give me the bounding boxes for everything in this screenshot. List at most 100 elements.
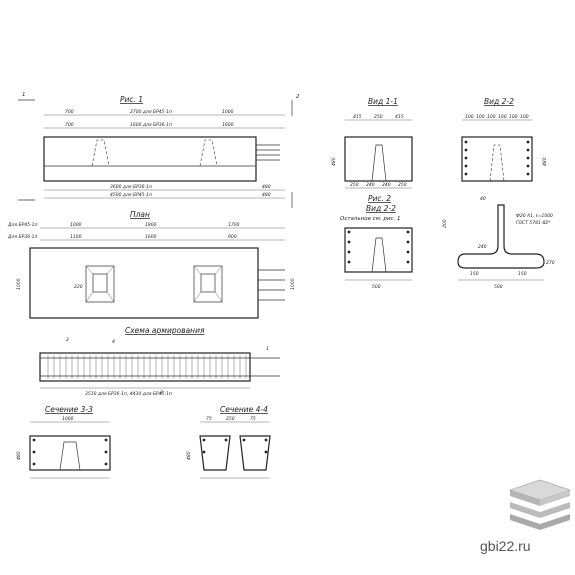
dim-700: 700: [65, 109, 74, 115]
site-watermark: gbi22.ru: [480, 538, 531, 554]
sec33-top: 1000: [62, 416, 74, 422]
view22b-bottom: 500: [372, 284, 381, 290]
rebar-dot: [264, 438, 268, 442]
view22-top-0: 100: [465, 114, 474, 120]
rebar-dot: [347, 240, 351, 244]
rebar-dot: [32, 462, 36, 466]
fig2-dim-500: 500: [494, 284, 503, 290]
fig2-dim-270: 270: [546, 260, 555, 266]
dim-1600: 1600 для БР36-1п: [130, 122, 172, 128]
sec44-title: Сечение 4-4: [220, 405, 268, 414]
rebar-dot: [104, 438, 108, 442]
sec44-top-2: 75: [250, 416, 256, 422]
dim-480b: 480: [262, 192, 271, 198]
rebar-dot: [526, 172, 530, 176]
view11-bot-0: 250: [350, 182, 359, 188]
view11-top-2: 415: [395, 114, 404, 120]
dim-4500: 4500 для БР45-1п: [110, 192, 152, 198]
view11-bot-3: 250: [398, 182, 407, 188]
rebar-dot: [406, 230, 410, 234]
sec33-rebar-dots: [32, 438, 108, 466]
rebar-dot: [526, 140, 530, 144]
sec44-top-1: 250: [226, 416, 235, 422]
armor-mark-2: 2: [66, 337, 69, 343]
dim-3600: 3600 для БР36-1п: [110, 184, 152, 190]
fig1-title: Рис. 1: [120, 95, 143, 104]
rebar-dot: [104, 450, 108, 454]
plan-title: План: [130, 210, 150, 219]
armor-mark-4: 4: [112, 339, 115, 345]
fig2-rebar-note: Ф20 А1, ℓ=1000: [516, 213, 553, 219]
fig2-title: Рис. 2: [368, 194, 391, 203]
dim-2700: 2700 для БР45-1п: [130, 109, 172, 115]
dim-480: 480: [262, 184, 271, 190]
plan-dim-1700: 1700: [228, 222, 240, 228]
view11-top-0: 415: [353, 114, 362, 120]
plan-view: План Для БР45-1п Для БР36-1п 1000 1800 1…: [7, 210, 296, 319]
rebar-dot: [347, 250, 351, 254]
rebar-dot: [242, 438, 246, 442]
sec44-rebar-dots: [202, 438, 268, 454]
rebar-dot: [526, 148, 530, 152]
view-2-2: Вид 2-2 100 100 100 100 100 100 480: [461, 97, 548, 182]
armor-bottom-dims: 3510 для БР36-1п, 4430 для БР45-1п: [85, 391, 172, 397]
view11-bot-1: 240: [366, 182, 375, 188]
fig1-elevation: Рис. 1 1 2 700 2700 для БР45-1п 1000 700…: [18, 92, 300, 208]
rebar-dot: [224, 438, 228, 442]
rebar-dot: [406, 260, 410, 264]
plan-dim-1800: 1800: [145, 222, 157, 228]
view22-rebar-dots: [464, 140, 530, 176]
rebar-dot: [464, 164, 468, 168]
rebar-dot: [464, 156, 468, 160]
armor-title: Схема армирования: [125, 326, 205, 335]
fig2-dim-240: 240: [478, 244, 487, 250]
rebar-dot: [347, 230, 351, 234]
section-mark-left: 1: [22, 92, 26, 98]
sec44-top-0: 75: [206, 416, 212, 422]
rebar-dot: [464, 148, 468, 152]
plan-dim-1000: 1000: [70, 222, 82, 228]
rebar-dot: [406, 250, 410, 254]
rebar-stirrups: [47, 355, 247, 379]
view22b-subtitle: Остальное см. рис. 1: [340, 216, 401, 222]
fig2-gost: ГОСТ 5781-82*: [516, 220, 551, 226]
rebar-dot: [526, 156, 530, 160]
sec33-title: Сечение 3-3: [45, 405, 93, 414]
view22-top-2: 100: [487, 114, 496, 120]
view22b-rebar-dots: [347, 230, 410, 264]
view22-title: Вид 2-2: [484, 97, 514, 106]
plan-dim-1600: 1600: [145, 234, 157, 240]
view22-top-3: 100: [498, 114, 507, 120]
view22-top-1: 100: [476, 114, 485, 120]
sec33-height: 480: [16, 451, 22, 460]
view11-bot-2: 240: [382, 182, 391, 188]
rebar-dot: [526, 164, 530, 168]
view22b-title: Вид 2-2: [366, 204, 396, 213]
view11-height: 480: [331, 157, 337, 166]
fig2-dim-150: 150: [470, 271, 479, 277]
rebar-dot: [104, 462, 108, 466]
view11-top-1: 250: [374, 114, 383, 120]
dim-1000: 1000: [222, 109, 234, 115]
label-br45: Для БР45-1п: [7, 222, 38, 228]
fig2-view: Рис. 2 Вид 2-2 Остальное см. рис. 1 500: [340, 194, 413, 290]
plan-dim-left: 1000: [16, 278, 22, 290]
fig2-dim-150b: 150: [518, 271, 527, 277]
section-3-3: Сечение 3-3 1000 480: [16, 405, 111, 479]
armor-mark-3: 3: [160, 390, 163, 396]
rebar-dot: [406, 240, 410, 244]
rebar-dot: [264, 450, 268, 454]
label-br36: Для БР36-1п: [7, 234, 38, 240]
fig2-rebar-detail: 40 Ф20 А1, ℓ=1000 ГОСТ 5781-82* 200 240 …: [442, 196, 555, 290]
fig2-dim-40: 40: [480, 196, 486, 202]
plan-dim-220: 220: [74, 284, 83, 290]
rebar-dot: [32, 450, 36, 454]
plan-dim-1100: 1100: [70, 234, 82, 240]
rebar-dot: [202, 450, 206, 454]
view-1-1: Вид 1-1 415 250 415 480 250 240 240 250: [331, 97, 413, 189]
reinforcement-scheme: Схема армирования 1 2 3 4 3510 для БР36-…: [39, 326, 280, 397]
dim-1600b: 1600: [222, 122, 234, 128]
fig2-dim-200: 200: [442, 219, 448, 228]
dim-700b: 700: [65, 122, 74, 128]
view22-top-5: 100: [520, 114, 529, 120]
